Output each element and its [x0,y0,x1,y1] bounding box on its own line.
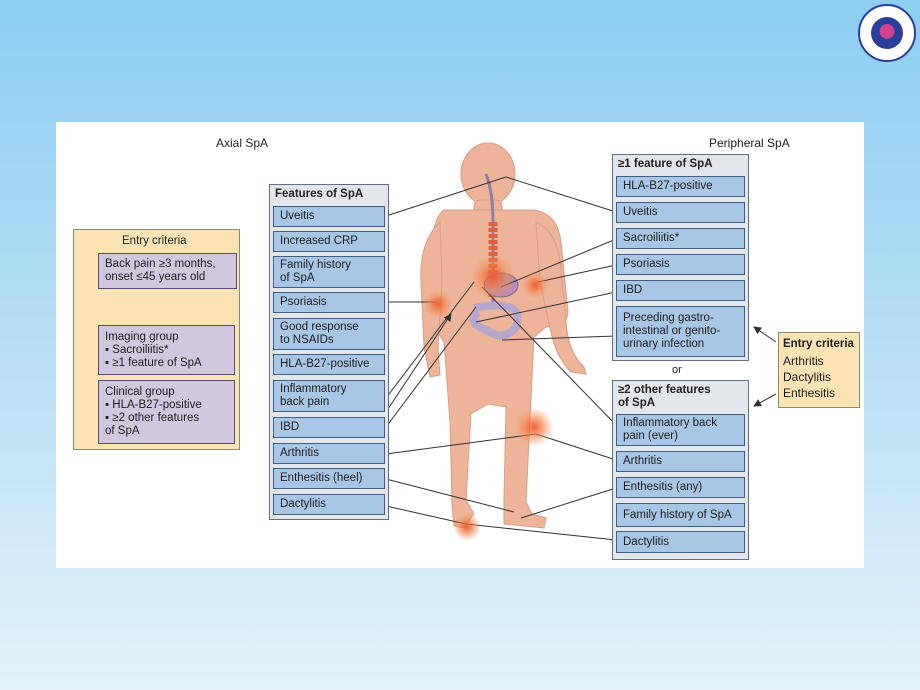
peripheral-entry-enthesitis: Enthesitis [783,386,836,400]
peripheral-inflammatory-back-pain: Inflammatory back pain (ever) [616,414,745,446]
peripheral-two-features-title: ≥2 other features of SpA [618,384,711,409]
inflammation-hand [522,272,548,298]
inflammation-knee [515,408,553,446]
peripheral-dactylitis: Dactylitis [616,531,745,553]
feature-enthesitis-heel: Enthesitis (heel) [273,468,385,489]
peripheral-entry-arthritis: Arthritis [783,354,824,368]
imaging-group: Imaging group ▪ Sacroiliitis* ▪ ≥1 featu… [98,325,235,375]
peripheral-uveitis: Uveitis [616,202,745,223]
axial-spa-header: Axial SpA [216,136,269,150]
inflammation-spine [473,252,513,302]
peripheral-family-history: Family history of SpA [616,503,745,527]
feature-psoriasis: Psoriasis [273,292,385,313]
connector-lines [80,176,617,541]
feature-inflammatory-back-pain: Inflammatory back pain [273,380,385,412]
feature-family-history: Family history of SpA [273,256,385,288]
peripheral-entry-criteria-group [778,332,860,408]
back-pain-criterion: Back pain ≥3 months, onset ≤45 years old [98,253,237,289]
peripheral-spa-header: Peripheral SpA [709,136,790,150]
or-label: or [672,364,682,376]
inflammation-heel [453,514,481,540]
peripheral-psoriasis: Psoriasis [616,254,745,275]
peripheral-entry-dactylitis: Dactylitis [783,370,832,384]
spa-classification-figure: Axial SpA Peripheral SpA Entry criteria … [56,122,864,568]
peripheral-one-feature-title: ≥1 feature of SpA [618,158,713,170]
peripheral-sacroiliitis: Sacroiliitis* [616,228,745,249]
features-of-spa-title: Features of SpA [275,188,364,200]
peripheral-ibd: IBD [616,280,745,301]
axial-entry-criteria-title: Entry criteria [122,235,187,247]
clinical-group: Clinical group ▪ HLA-B27-positive ▪ ≥2 o… [98,380,235,444]
feature-nsaid-response: Good response to NSAIDs [273,318,385,350]
peripheral-preceding-infection: Preceding gastro- intestinal or genito- … [616,306,745,357]
feature-dactylitis: Dactylitis [273,494,385,515]
feature-uveitis: Uveitis [273,206,385,227]
feature-arthritis: Arthritis [273,443,385,464]
peripheral-hla-b27: HLA-B27-positive [616,176,745,197]
peripheral-arthritis: Arthritis [616,451,745,472]
inflammation-elbow [424,290,452,318]
feature-increased-crp: Increased CRP [273,231,385,252]
peripheral-entry-criteria-title: Entry criteria [783,338,854,350]
feature-ibd: IBD [273,417,385,438]
peripheral-enthesitis: Enthesitis (any) [616,477,745,498]
feature-hla-b27: HLA-B27-positive [273,354,385,375]
university-logo [858,4,916,62]
